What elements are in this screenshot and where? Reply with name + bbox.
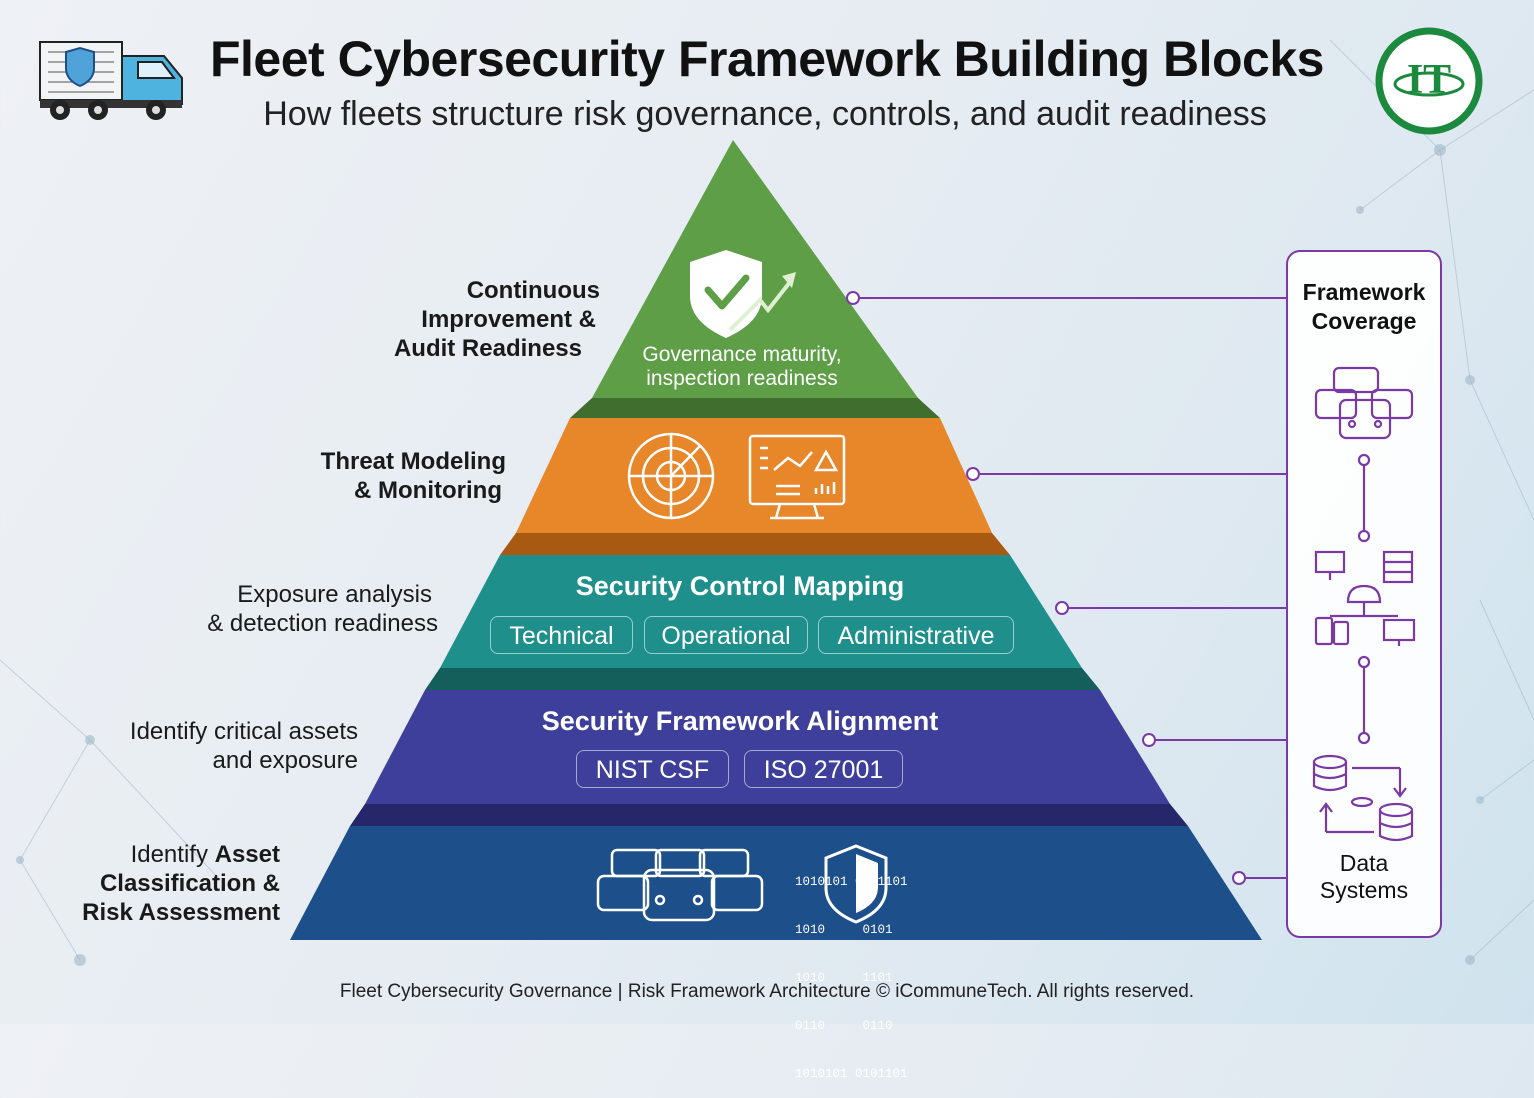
monitor-dashboard-icon (748, 434, 846, 520)
tier-5-block (290, 826, 1262, 940)
binary-shield-icon (824, 844, 888, 924)
radar-icon (627, 432, 715, 520)
tier-4-block (365, 690, 1170, 804)
footer-text: Fleet Cybersecurity Governance | Risk Fr… (339, 981, 1195, 1002)
vehicles-icon (1314, 366, 1414, 440)
tier-3-title: Security Control Mapping (575, 571, 905, 601)
coverage-connectors (846, 291, 1286, 885)
logo: IT (1374, 26, 1484, 136)
tier-3-block (440, 555, 1082, 668)
tier-3-edge (425, 668, 1100, 690)
tier-5-label: Identify Asset Classification & Risk Ass… (82, 841, 280, 926)
page-subtitle: How fleets structure risk governance, co… (263, 95, 1267, 133)
tier-2-block (516, 418, 992, 533)
trend-up-arrow-icon (728, 272, 796, 332)
pyramid (290, 140, 1286, 940)
tier-2-label: Threat Modeling & Monitoring (320, 448, 506, 504)
coverage-icons (1312, 366, 1416, 842)
tier-3-label: Exposure analysis & detection readiness (207, 581, 438, 637)
framework-coverage-panel (1286, 250, 1442, 938)
coverage-bottom-label: Data Systems (1319, 850, 1409, 903)
pill-technical: Technical (490, 616, 633, 654)
binary-text: 1010101 0101101 1010 0101 1010 1101 0110… (795, 875, 908, 1081)
network-devices-icon (1314, 550, 1416, 646)
tier-1-edge (570, 398, 940, 418)
tier-4-label: Identify critical assets and exposure (129, 718, 358, 774)
pill-iso-27001: ISO 27001 (744, 750, 903, 788)
pill-operational: Operational (644, 616, 808, 654)
tier-4-edge (350, 804, 1188, 826)
pill-nist-csf: NIST CSF (576, 750, 729, 788)
logo-badge-icon (1375, 27, 1483, 135)
tier-1-label: Continuous Improvement & Audit Readiness (393, 277, 600, 362)
truck-icon (39, 41, 183, 120)
pill-administrative: Administrative (818, 616, 1014, 654)
tier-4-title: Security Framework Alignment (541, 706, 939, 736)
background-network (0, 39, 1534, 966)
page-title: Fleet Cybersecurity Framework Building B… (210, 31, 1324, 87)
logo-text: IT (1406, 57, 1452, 103)
framework-coverage-title: Framework Coverage (1302, 279, 1426, 334)
tier-2-edge (500, 533, 1010, 555)
tier-1-inner-text: Governance maturity, inspection readines… (642, 343, 842, 390)
database-sync-icon (1312, 754, 1414, 842)
fleet-cars-icon (596, 848, 764, 922)
